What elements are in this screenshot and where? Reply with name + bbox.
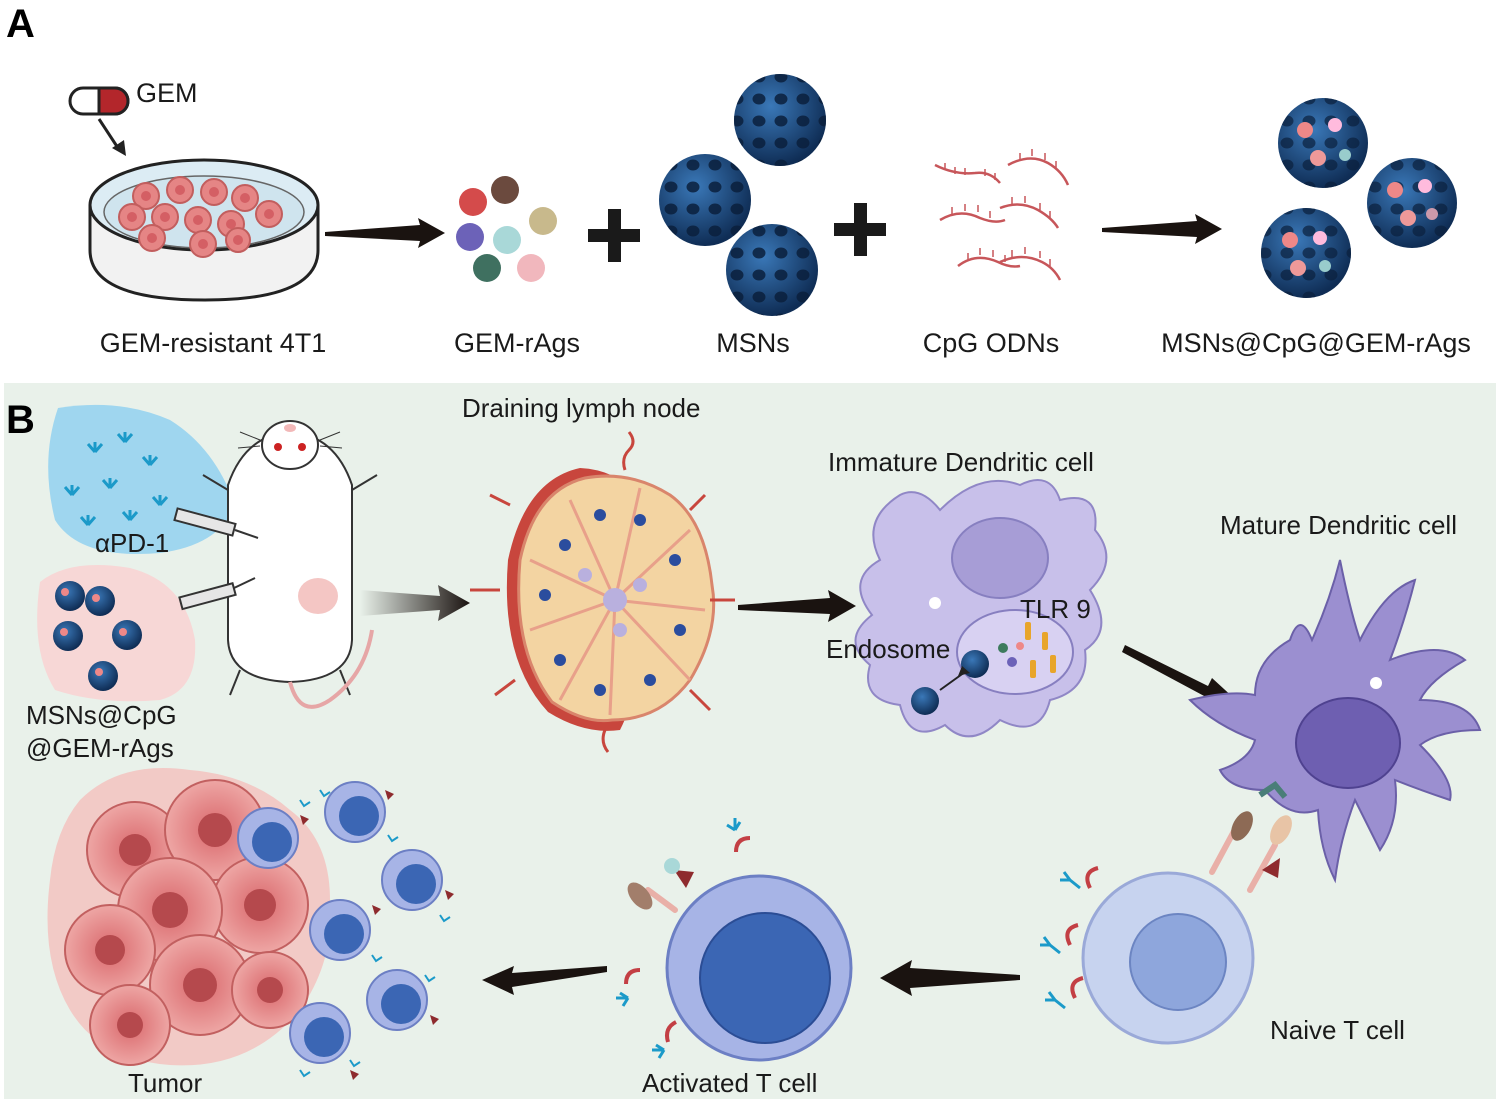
- loaded-nanoparticle-icon: [1261, 98, 1457, 298]
- arrow-b4-icon: [880, 960, 1020, 996]
- tumor-icon: [47, 768, 331, 1066]
- step-label-cpg-odns: CpG ODNs: [922, 328, 1060, 358]
- mature-dendritic-cell-icon: [1188, 559, 1482, 884]
- cpg-odn-strands-icon: [934, 149, 1070, 281]
- naive-t-cell-label: Naive T cell: [1270, 1015, 1405, 1045]
- lymph-node-label: Draining lymph node: [462, 393, 701, 423]
- step-label-gem-rags: GEM-rAgs: [453, 328, 581, 358]
- plus-icon: [588, 209, 640, 262]
- arrow-a1-icon: [325, 218, 445, 248]
- lymph-node-icon: [470, 431, 735, 753]
- mature-dc-label: Mature Dendritic cell: [1220, 510, 1457, 540]
- msn-nanoparticle-icon: [659, 74, 826, 316]
- naive-t-cell-icon: [1040, 781, 1292, 1045]
- step-label-gem-resistant: GEM-resistant 4T1: [99, 328, 327, 358]
- vaccine-label-line2: @GEM-rAgs: [26, 733, 174, 763]
- immature-dc-label: Immature Dendritic cell: [828, 447, 1094, 477]
- panel-a-letter: A: [6, 2, 35, 46]
- step-label-final-vaccine: MSNs@CpG@GEM-rAgs: [1161, 328, 1471, 358]
- step-label-msns: MSNs: [716, 328, 790, 358]
- vaccine-bubble-icon: [37, 565, 196, 702]
- panel-b-letter: B: [6, 398, 35, 442]
- gem-label: GEM: [136, 78, 198, 108]
- tumor-label: Tumor: [128, 1068, 203, 1098]
- cytotoxic-t-cells-icon: [237, 781, 454, 1080]
- antibody-label: αPD-1: [95, 528, 170, 558]
- activated-t-cell-label: Activated T cell: [642, 1068, 818, 1098]
- vaccine-label-line1: MSNs@CpG: [26, 700, 177, 730]
- tlr9-label: TLR 9: [1020, 594, 1091, 624]
- petri-dish-icon: [88, 158, 320, 302]
- arrow-a2-icon: [1102, 214, 1222, 244]
- arrow-b1-icon: [360, 585, 470, 621]
- activated-t-cell-icon: [616, 818, 853, 1062]
- immature-dendritic-cell-icon: [854, 479, 1108, 738]
- plus-icon: [834, 203, 886, 256]
- gem-pill-icon: [68, 86, 130, 156]
- mouse-icon: [173, 420, 378, 709]
- arrow-b3-icon: [1122, 645, 1236, 706]
- antigen-spheres-icon: [456, 176, 557, 282]
- arrow-b5-icon: [482, 966, 607, 995]
- arrow-b2-icon: [738, 590, 856, 622]
- endosome-label: Endosome: [826, 634, 951, 664]
